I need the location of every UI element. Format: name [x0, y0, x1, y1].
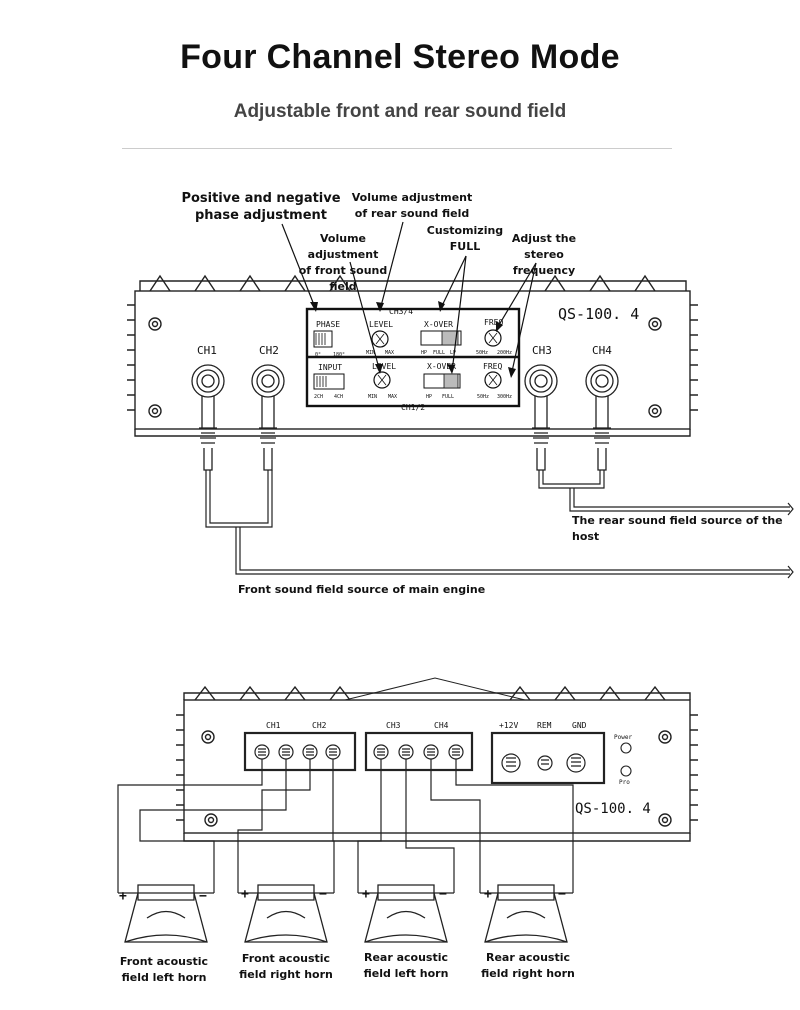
rear-source-label: The rear sound field source of the host — [572, 514, 783, 543]
speaker-rear-left — [358, 884, 454, 943]
svg-text:+: + — [119, 889, 127, 904]
svg-text:300Hz: 300Hz — [497, 394, 512, 400]
svg-text:FULL: FULL — [442, 394, 454, 400]
speaker-wires — [117, 759, 574, 893]
power-led-label: Power — [614, 734, 632, 741]
callout-front-volume: Volume adjustment of front sound field — [298, 232, 388, 293]
rca-ch2 — [251, 364, 285, 471]
divider — [122, 148, 672, 149]
svg-text:−: − — [319, 887, 327, 902]
callout-arrows — [310, 301, 516, 378]
svg-text:MIN: MIN — [366, 350, 375, 356]
svg-text:4CH: 4CH — [334, 394, 343, 400]
callout-rear-volume: Volume adjustment of rear sound field — [351, 191, 473, 220]
terminal-ch3-label: CH3 — [386, 721, 401, 730]
source-cables — [205, 470, 794, 579]
speaker-rear-right — [480, 884, 573, 943]
ch2-label: CH2 — [259, 344, 279, 357]
callout-customizing: Customizing FULL — [426, 224, 504, 253]
speaker-label-rear-right: Rear acoustic field right horn — [481, 951, 575, 980]
svg-text:−: − — [558, 887, 566, 902]
phase-label: PHASE — [316, 320, 340, 329]
speaker-label-rear-left: Rear acoustic field left horn — [363, 951, 449, 980]
speaker-front-right — [238, 884, 334, 943]
svg-text:HP: HP — [421, 350, 427, 356]
terminal-ch4-label: CH4 — [434, 721, 449, 730]
polarity-marks: + − + − + − + − — [119, 887, 566, 904]
model-label-top: QS-100. 4 — [558, 305, 639, 323]
svg-text:MAX: MAX — [385, 350, 394, 356]
freq-bottom-label: FREQ — [483, 362, 502, 371]
front-source-label: Front sound field source of main engine — [238, 583, 486, 596]
svg-text:0°: 0° — [315, 352, 321, 358]
speakers — [118, 884, 573, 943]
page-title: Four Channel Stereo Mode — [180, 38, 620, 76]
speaker-label-front-left: Front acoustic field left horn — [119, 955, 209, 984]
rca-ch3 — [524, 364, 558, 471]
svg-text:+: + — [241, 887, 249, 902]
pro-led-label: Pro — [619, 779, 630, 786]
svg-text:50Hz: 50Hz — [476, 350, 488, 356]
rca-connectors — [191, 364, 619, 471]
terminal-rem-label: REM — [537, 721, 552, 730]
terminal-ch1-label: CH1 — [266, 721, 281, 730]
model-label-bottom: QS-100. 4 — [575, 801, 651, 817]
svg-text:−: − — [199, 889, 207, 904]
speaker-label-front-right: Front acoustic field right horn — [239, 952, 333, 981]
svg-text:−: − — [439, 887, 447, 902]
xover-bottom-label: X-OVER — [427, 362, 456, 371]
freq-top-label: FREQ — [484, 318, 503, 327]
svg-text:LP: LP — [450, 350, 456, 356]
svg-text:+: + — [484, 887, 492, 902]
svg-text:MAX: MAX — [388, 394, 397, 400]
panel-ch12-label: CH1/2 — [401, 403, 425, 412]
svg-text:200Hz: 200Hz — [497, 350, 512, 356]
svg-text:2CH: 2CH — [314, 394, 323, 400]
terminal-12v-label: +12V — [499, 721, 518, 730]
svg-text:FULL: FULL — [433, 350, 445, 356]
terminal-ch2-label: CH2 — [312, 721, 327, 730]
amplifier-top — [127, 274, 698, 437]
terminal-gnd-label: GND — [572, 721, 587, 730]
input-label: INPUT — [318, 363, 342, 372]
svg-text:MIN: MIN — [368, 394, 377, 400]
ch4-label: CH4 — [592, 344, 612, 357]
level-bottom-label: LEVEL — [372, 362, 396, 371]
xover-top-label: X-OVER — [424, 320, 453, 329]
callout-phase: Positive and negative phase adjustment — [181, 191, 341, 223]
rca-ch4 — [585, 364, 619, 471]
callout-lines — [281, 221, 537, 377]
svg-text:50Hz: 50Hz — [477, 394, 489, 400]
callout-stereo-frequency: Adjust the stereo frequency — [511, 232, 577, 277]
svg-text:HP: HP — [426, 394, 432, 400]
ch3-label: CH3 — [532, 344, 552, 357]
panel-ch34-label: CH3/4 — [389, 307, 413, 316]
svg-text:+: + — [362, 887, 370, 902]
amplifier-bottom — [176, 677, 698, 842]
page-subtitle: Adjustable front and rear sound field — [233, 101, 567, 122]
control-panel — [305, 307, 521, 408]
rca-ch1 — [191, 364, 225, 471]
level-top-label: LEVEL — [369, 320, 393, 329]
speaker-front-left — [118, 884, 214, 943]
ch1-label: CH1 — [197, 344, 217, 357]
svg-text:180°: 180° — [333, 352, 345, 358]
